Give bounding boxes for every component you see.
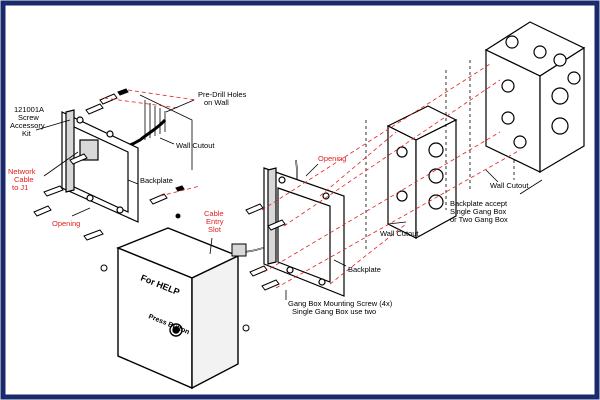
leader-lines [35,99,543,300]
network-label-line3: to J1 [12,183,28,192]
cable-connector [231,243,247,257]
cover-box [116,227,240,390]
backplate-left-label: Backplate [140,176,173,185]
cable-slot-label-line1: Cable [204,209,224,218]
wall-cutout-mid-label: Wall Cutout [380,229,419,238]
network-label-line2: Cable [14,175,34,184]
screws-middle [245,203,286,291]
backplate-right [263,167,345,297]
network-label-line1: Network [8,167,36,176]
opening-left-label: Opening [52,219,80,228]
predrill-label-line2: on Wall [204,98,229,107]
accept-label-line2: Single Gang Box [450,207,507,216]
two-gang-box [484,21,586,174]
backplate-left [61,109,139,223]
wall-planes-right [365,60,515,250]
opening-right-label: Opening [318,154,346,163]
backplate-right-label: Backplate [348,265,381,274]
screw-label-line1: Gang Box Mounting Screw (4x) [288,299,393,308]
alignment-lines-right [261,63,521,289]
kit-label-line1: 121001A [14,105,44,114]
cable-slot-label-line3: Slot [208,225,222,234]
screw-label-line2: Single Gang Box use two [292,307,376,316]
predrill-label-line1: Pre-Drill Holes [198,90,247,99]
kit-label-line3: Accessory [10,121,45,130]
cover-screws [100,213,250,332]
single-gang-box [386,105,458,240]
wall-cutout-left-label: Wall Cutout [176,141,215,150]
kit-label-line2: Screw [18,113,39,122]
accept-label-line3: or Two Gang Box [450,215,508,224]
accept-label-line1: Backplate accept [450,199,508,208]
alignment-lines-left [103,89,201,197]
kit-label-line4: Kit [22,129,32,138]
cable-slot-label-line2: Entry [206,217,224,226]
screws-left [33,88,185,241]
wall-cutout-right-label: Wall Cutout [490,181,529,190]
